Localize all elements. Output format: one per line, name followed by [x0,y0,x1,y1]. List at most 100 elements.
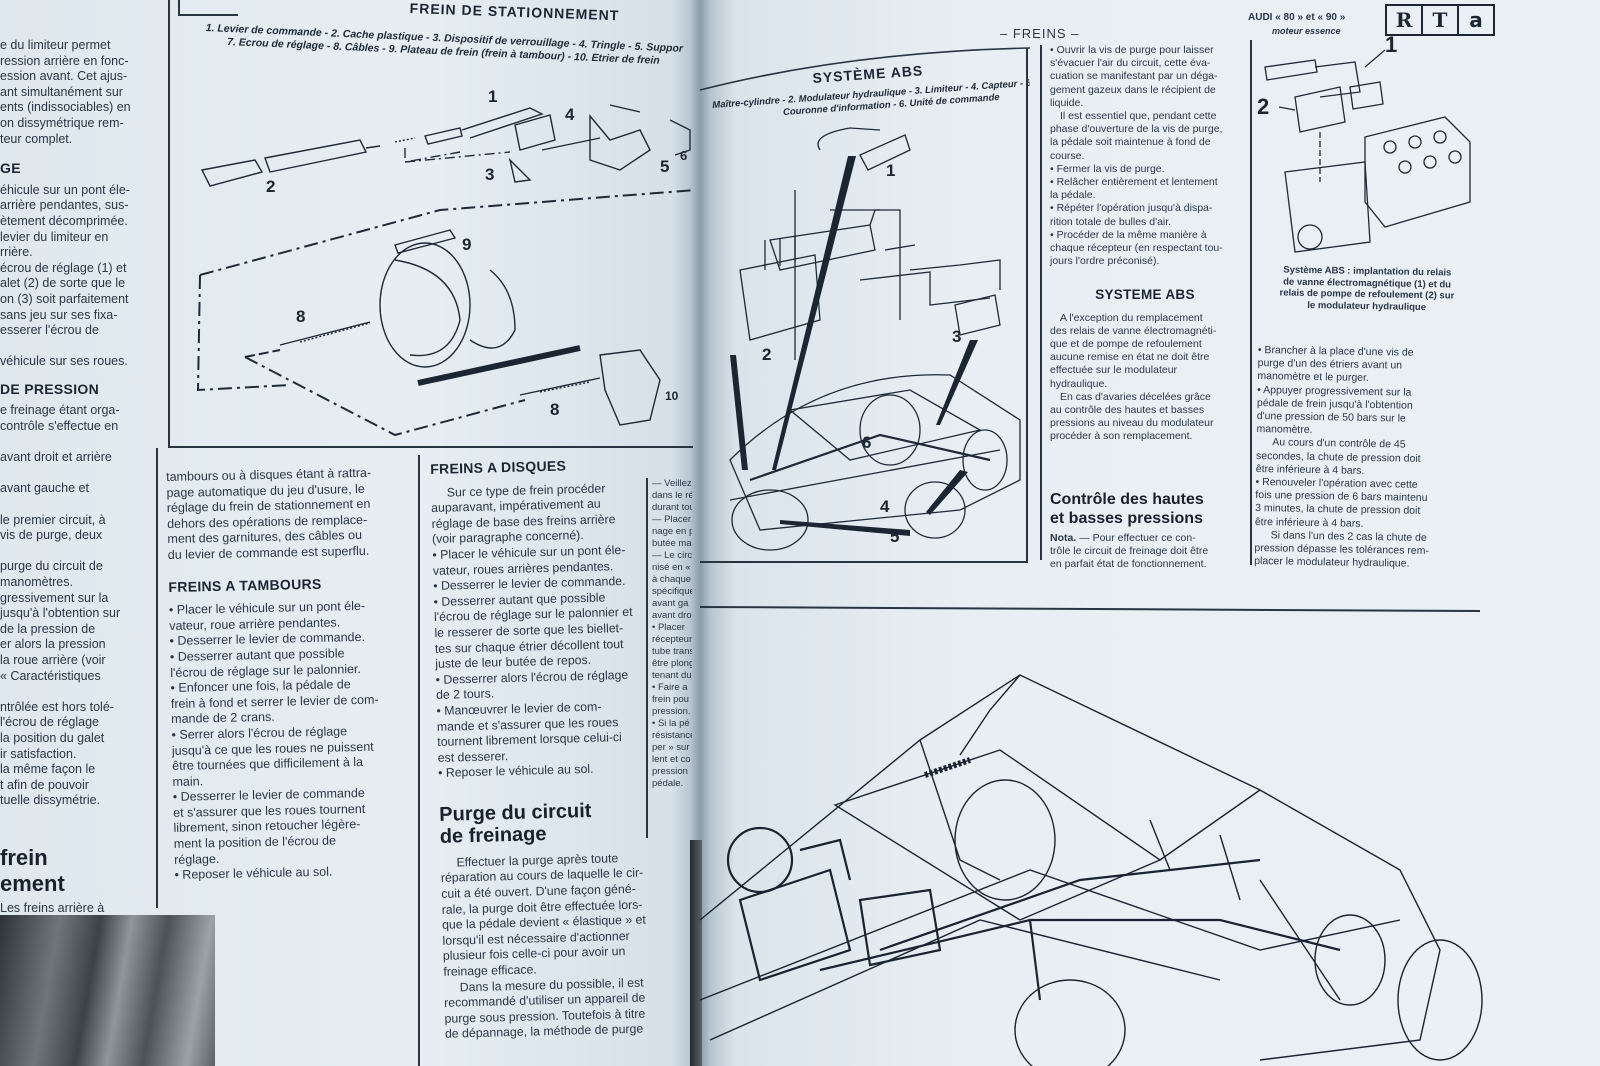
heading-freins-tambours: FREINS A TAMBOURS [168,575,322,595]
figure-tab [178,0,180,16]
text-line: er alors la pression [0,637,106,652]
abs-relay-diagram: 1 2 [1257,32,1471,253]
text-line: gement gazeux dans le récipient de [1050,83,1216,96]
figure-frame-left [168,0,170,448]
text-line: arrière pendantes, sus- [0,198,129,213]
text-line: manomètres. [0,575,73,589]
text-line: écrou de réglage (1) et [0,260,127,275]
section-heading-frein-stationnement: frein ement [0,844,65,896]
text-line: on dissymétrique rem- [0,115,124,130]
book-gutter [690,0,710,1066]
text-line: phase d'ouverture de la vis de purge, [1050,123,1223,136]
text-line: teur complet. [0,131,73,146]
col2-intro: tambours ou à disques étant à rattra-pag… [166,465,410,564]
text-line: des relais de vanne électromagnéti- [1050,324,1217,337]
text-line: purge du circuit de [0,559,103,574]
photo-edge [690,840,702,1066]
text-line: s'évacuer l'air du circuit, cette éva- [1050,57,1211,70]
text-line: procéder à son remplacement. [1050,430,1193,443]
callout-9: 9 [462,235,471,254]
column-divider-4 [1040,45,1042,560]
photo-brake-detail [0,915,215,1066]
callout-5: 5 [660,157,669,176]
text-line: nisé en « X [652,562,692,573]
callout-4: 4 [565,105,575,124]
windshield [833,749,1162,921]
tail-text: Les freins arrière à [0,900,105,915]
text-line: « Caractéristiques [0,668,101,683]
text-line: lent et co [652,754,691,765]
drum-brake-steps: • Placer le véhicule sur un pont éle-vat… [169,598,417,884]
handle-grip [200,159,264,187]
text-line: • Relâcher entièrement et lentement [1050,176,1218,189]
text-line: véhicule sur ses roues. [0,354,128,369]
text-line: En cas d'avaries décelées grâce [1060,390,1211,403]
relay-callout-1: 1 [1385,32,1397,57]
text-line: cuation se manifestant par un déga- [1050,70,1218,83]
text-line: que et de pompe de refoulement [1050,338,1202,351]
callout-6: 6 [680,148,687,163]
abs-callout-2: 2 [762,345,771,364]
text-line: l'écrou de réglage [0,715,99,730]
text-line: aucune remise en état ne doit être [1050,351,1210,364]
running-header-vehicle: AUDI « 80 » et « 90 » [1248,12,1346,23]
text-line: avant ga [652,598,689,609]
heading-purge-circuit: Purge du circuit de freinage [438,799,592,848]
column-divider-1 [156,448,158,908]
text-line: ir satisfaction. [0,746,77,761]
text-line: — Veillez [652,478,692,489]
text-line: — Placer [652,514,692,525]
text-line: pression. [652,706,691,717]
text-line: — Le circ [652,550,692,561]
text-line: être plong [652,658,692,669]
text-line: avant gauche et [0,481,89,496]
text-line: jusqu'à l'obtention sur [0,606,121,621]
callout-3: 3 [485,165,494,184]
car-cutaway-diagram [699,674,1483,1066]
text-line: ntrôlée est hors tolé- [0,699,114,714]
text-line: rition totale de bulles d'air. [1050,215,1172,228]
modulator [739,254,821,341]
text-line: spécifique [652,586,692,597]
text-line: ression arrière en fonc- [0,53,129,68]
abs-callout-6: 6 [862,433,871,452]
text-line: A l'exception du remplacement [1060,311,1203,324]
text-line: dans le ré [652,490,692,501]
text-line: • Si la pé [652,718,690,729]
text-line: tube trans [652,646,692,657]
text-line: esserer l'écrou de [0,323,99,338]
text-line: rrière. [0,245,33,260]
text-line: ant simultanément sur [0,84,123,99]
text-line [0,544,155,560]
frame-top [699,47,1031,91]
running-header-engine: moteur essence [1272,26,1341,36]
heading-controle-pressions: Contrôle des hautes et basses pressions [1050,490,1204,527]
thick-bar [417,345,581,386]
text-line: pression [652,766,688,777]
text-line [0,435,155,451]
callout-1: 1 [488,87,497,106]
text-line: hydraulique. [1050,377,1108,390]
callout-8a: 8 [296,307,305,326]
column-divider-2 [418,455,420,1066]
text-line: • Fermer la vis de purge. [1050,162,1165,175]
heading-systeme-abs: SYSTEME ABS [1095,287,1195,303]
text-line [0,684,155,700]
text-line: vis de purge, deux [0,528,103,543]
text-line: la pédale. [1050,189,1096,202]
text-line: ètement décomprimée. [0,213,128,228]
relay-callout-2: 2 [1257,94,1269,119]
abs-callout-4: 4 [880,497,890,516]
text-line: butée ma [652,538,692,549]
text-line: • Placer [652,622,685,633]
text-line: levier du limiteur en [0,229,109,244]
left-col3: FREINS A DISQUES Sur ce type de frein pr… [430,457,655,1043]
text-line: pédale. [652,778,684,789]
text-line: effectuée sur le modulateur [1050,364,1178,377]
text-line: alet (2) de sorte que le [0,276,126,291]
